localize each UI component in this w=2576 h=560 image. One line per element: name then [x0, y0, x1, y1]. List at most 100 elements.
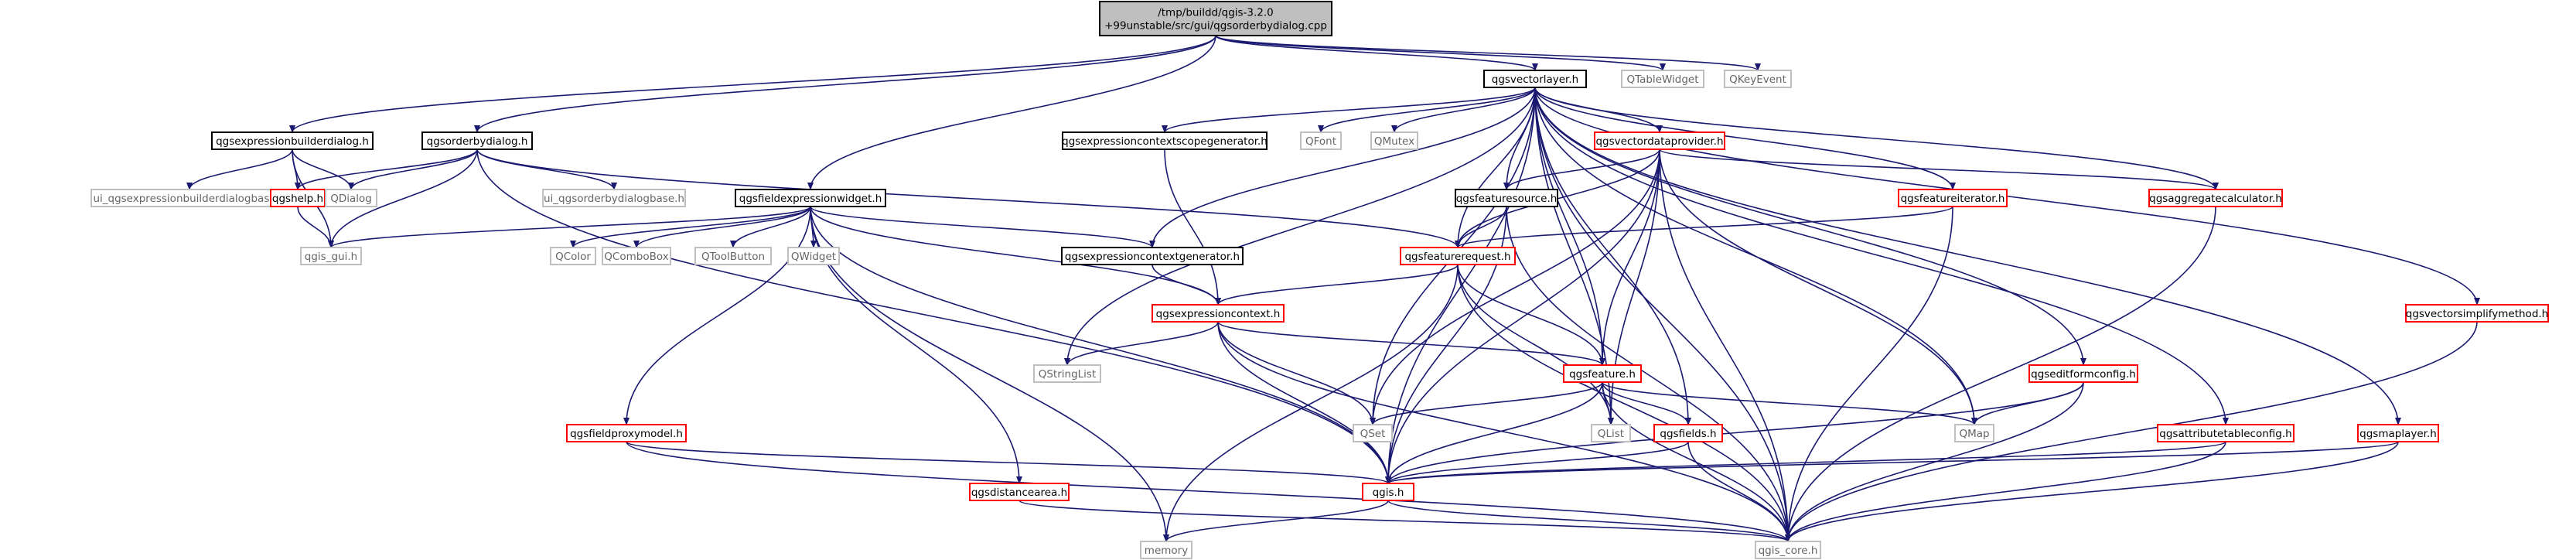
node-box-qgseditformconfig — [2028, 364, 2138, 383]
edge-qgshelp-to-qgis_gui — [297, 206, 334, 248]
edge-qgsfieldexpressionwidget-to-QComboBox — [633, 206, 811, 248]
edge-qgsvectorlayer-to-qgsexpressioncontextscopegenerator — [1162, 87, 1536, 133]
edge-qgsfeaturerequest-to-qgsfeature — [1457, 264, 1605, 366]
node-qgshelp[interactable]: qgshelp.h — [270, 189, 326, 207]
node-box-QList — [1591, 424, 1631, 442]
node-QKeyEvent: QKeyEvent — [1724, 70, 1792, 88]
edge-qgsvectordataprovider-to-qgis — [1385, 149, 1660, 484]
edge-qgsvectorlayer-to-qgsfeaturerequest — [1455, 87, 1536, 248]
edge-qgsvectordataprovider-to-qgsfeaturesource — [1503, 149, 1660, 190]
node-root[interactable]: /tmp/buildd/qgis-3.2.0+99unstable/src/gu… — [1099, 1, 1332, 36]
node-label-ui_qgsorderbydialogbase: ui_qgsorderbydialogbase.h — [544, 193, 684, 205]
node-box-QSet — [1353, 424, 1393, 442]
node-box-qgsorderbydialog — [421, 131, 533, 150]
edge-qgsfeatureiterator-to-qgis_core — [1785, 206, 1953, 542]
node-label-QDialog: QDialog — [330, 193, 372, 205]
edge-qgsvectorlayer-to-qgsattributetableconfig — [1534, 87, 2229, 425]
node-label-qgsmaplayer: qgsmaplayer.h — [2359, 428, 2437, 440]
edge-qgsvectorlayer-to-QStringList — [1064, 87, 1536, 366]
node-qgsaggregatecalculator[interactable]: qgsaggregatecalculator.h — [2148, 189, 2283, 207]
node-label-qgsexpressioncontextscopegenerator: qgsexpressioncontextscopegenerator.h — [1062, 135, 1268, 148]
edge-qgsexpressioncontext-to-QStringList — [1064, 321, 1219, 366]
node-box-qgsfeatureiterator — [1898, 189, 2008, 207]
edge-qgsvectorlayer-to-qgsaggregatecalculator — [1534, 87, 2219, 190]
node-qgsvectorlayer[interactable]: qgsvectorlayer.h — [1483, 70, 1587, 88]
edge-qgsvectordataprovider-to-qgsfeature — [1599, 149, 1660, 366]
node-box-qgsfeaturesource — [1455, 189, 1558, 207]
node-label-QMap: QMap — [1959, 428, 1989, 440]
node-label-qgsfeaturerequest: qgsfeaturerequest.h — [1404, 251, 1510, 263]
node-label-QStringList: QStringList — [1039, 368, 1097, 381]
node-label-qgseditformconfig: qgseditformconfig.h — [2031, 368, 2136, 381]
node-label-qgsexpressioncontextgenerator: qgsexpressioncontextgenerator.h — [1065, 251, 1240, 263]
node-label-qgis: qgis.h — [1373, 487, 1404, 499]
node-label-qgsvectorlayer: qgsvectorlayer.h — [1492, 73, 1578, 86]
node-box-qgsvectorlayer — [1483, 70, 1587, 88]
edge-qgis-to-memory — [1163, 500, 1389, 542]
node-box-qgsvectordataprovider — [1594, 131, 1725, 150]
node-qgsexpressioncontextgenerator[interactable]: qgsexpressioncontextgenerator.h — [1061, 247, 1244, 265]
edge-root-to-QTableWidget — [1215, 35, 1666, 71]
node-qgis[interactable]: qgis.h — [1362, 483, 1414, 501]
node-qgsdistancearea[interactable]: qgsdistancearea.h — [969, 483, 1070, 501]
edge-qgsexpressioncontext-to-qgis_core — [1217, 321, 1791, 542]
node-qgsfeatureiterator[interactable]: qgsfeatureiterator.h — [1898, 189, 2008, 207]
node-box-qgsattributetableconfig — [2157, 424, 2295, 442]
node-qgsmaplayer[interactable]: qgsmaplayer.h — [2357, 424, 2439, 442]
edge-qgsvectordataprovider-to-QMap — [1659, 149, 1977, 425]
node-box-QColor — [550, 247, 596, 265]
node-box-QMap — [1954, 424, 1994, 442]
node-label-qgshelp: qgshelp.h — [272, 193, 323, 205]
node-box-QStringList — [1033, 364, 1101, 383]
node-qgsfieldexpressionwidget[interactable]: qgsfieldexpressionwidget.h — [735, 189, 886, 207]
edge-qgsvectorlayer-to-qgsmaplayer — [1534, 87, 2401, 425]
node-qgsfeaturesource[interactable]: qgsfeaturesource.h — [1455, 189, 1558, 207]
node-label-qgsfeatureiterator: qgsfeatureiterator.h — [1901, 193, 2005, 205]
node-label-QSet: QSet — [1360, 428, 1386, 440]
node-label-ui_qgsexpressionbuilderdialogbase: ui_qgsexpressionbuilderdialogbase.h — [93, 193, 285, 205]
edge-qgsfieldexpressionwidget-to-qgsdistancearea — [810, 206, 1022, 484]
edge-qgsfieldexpressionwidget-to-QToolButton — [730, 206, 811, 248]
node-box-qgis_gui — [300, 247, 362, 265]
edges-layer — [186, 35, 2480, 542]
node-qgsfeaturerequest[interactable]: qgsfeaturerequest.h — [1400, 247, 1516, 265]
node-box-QTableWidget — [1621, 70, 1704, 88]
node-label-QToolButton: QToolButton — [701, 251, 765, 263]
node-qgsvectordataprovider[interactable]: qgsvectordataprovider.h — [1594, 131, 1725, 150]
node-qgsexpressioncontext[interactable]: qgsexpressioncontext.h — [1152, 304, 1285, 323]
edge-qgsfields-to-qgis_core — [1687, 441, 1791, 542]
edge-qgsfeaturerequest-to-memory — [1163, 264, 1459, 542]
edge-qgsexpressionbuilderdialog-to-ui_qgsexpressionbuilderdialogbase — [186, 149, 293, 190]
node-QDialog: QDialog — [325, 189, 377, 207]
node-qgsfeature[interactable]: qgsfeature.h — [1563, 364, 1642, 383]
node-label-qgsvectorsimplifymethod: qgsvectorsimplifymethod.h — [2406, 308, 2549, 320]
edge-qgsexpressioncontextscopegenerator-to-qgsexpressioncontext — [1164, 149, 1221, 306]
node-box-qgsfieldproxymodel — [566, 424, 687, 442]
node-QMap: QMap — [1954, 424, 1994, 442]
node-box-qgsaggregatecalculator — [2148, 189, 2283, 207]
node-label-qgsaggregatecalculator: qgsaggregatecalculator.h — [2149, 193, 2282, 205]
node-qgsfieldproxymodel[interactable]: qgsfieldproxymodel.h — [566, 424, 687, 442]
node-QStringList: QStringList — [1033, 364, 1101, 383]
node-qgsfields[interactable]: qgsfields.h — [1653, 424, 1723, 442]
node-QWidget: QWidget — [787, 247, 840, 265]
node-qgsexpressioncontextscopegenerator[interactable]: qgsexpressioncontextscopegenerator.h — [1062, 131, 1268, 150]
node-label-QComboBox: QComboBox — [604, 251, 668, 263]
node-qgsexpressionbuilderdialog[interactable]: qgsexpressionbuilderdialog.h — [211, 131, 374, 150]
node-box-QToolButton — [694, 247, 772, 265]
node-qgsorderbydialog[interactable]: qgsorderbydialog.h — [421, 131, 533, 150]
edge-qgsorderbydialog-to-QDialog — [348, 149, 478, 190]
edge-qgsvectorlayer-to-QFont — [1318, 87, 1536, 133]
edge-qgsexpressioncontextgenerator-to-qgsexpressioncontext — [1152, 264, 1221, 306]
node-label-qgsvectordataprovider: qgsvectordataprovider.h — [1595, 135, 1723, 148]
node-label-qgsfieldexpressionwidget: qgsfieldexpressionwidget.h — [739, 193, 882, 205]
node-label-root-line-1: +99unstable/src/gui/qgsorderbydialog.cpp — [1104, 20, 1327, 32]
node-qgsattributetableconfig[interactable]: qgsattributetableconfig.h — [2157, 424, 2295, 442]
node-box-qgsfeature — [1563, 364, 1642, 383]
node-qgseditformconfig[interactable]: qgseditformconfig.h — [2028, 364, 2138, 383]
node-ui_qgsexpressionbuilderdialogbase: ui_qgsexpressionbuilderdialogbase.h — [90, 189, 288, 207]
node-box-QWidget — [787, 247, 840, 265]
node-qgsvectorsimplifymethod[interactable]: qgsvectorsimplifymethod.h — [2405, 304, 2549, 323]
